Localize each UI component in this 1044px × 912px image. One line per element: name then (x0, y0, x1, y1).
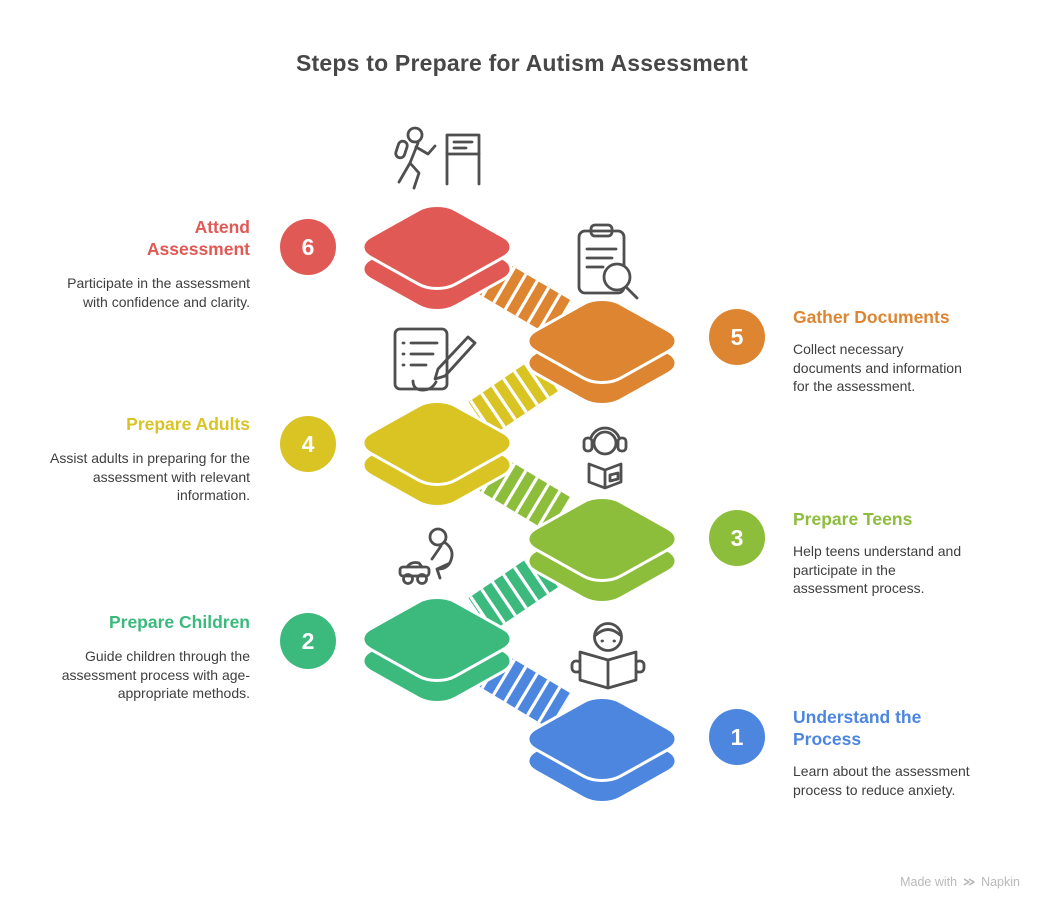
crawling-child-icon (398, 527, 454, 585)
platform-top-face (517, 491, 687, 586)
platform-top-face (352, 395, 522, 490)
staircase-graphic (330, 115, 710, 815)
platform-step-4 (352, 395, 522, 512)
step-3-number-badge: 3 (709, 510, 765, 566)
step-2-label: Prepare Children Guide children through … (45, 611, 250, 703)
step-3-title: Prepare Teens (793, 509, 913, 529)
step-6-number-badge: 6 (280, 219, 336, 275)
step-3-description: Help teens understand and participate in… (793, 543, 962, 597)
walking-to-door-icon (394, 126, 481, 190)
step-1-label: Understand the Process Learn about the a… (793, 706, 983, 799)
step-5-description: Collect necessary documents and informat… (793, 341, 962, 395)
step-6-title: Attend Assessment (146, 217, 250, 260)
watermark-brand: Napkin (981, 875, 1020, 889)
napkin-logo-icon (963, 878, 975, 886)
watermark-text: Made with (900, 875, 958, 889)
platform-step-3 (517, 491, 687, 608)
clipboard-search-icon (577, 223, 639, 300)
platform-top-face (517, 293, 687, 388)
headphones-reader-icon (582, 426, 628, 490)
book-reader-icon (570, 622, 646, 690)
document-pen-icon (393, 327, 477, 392)
platform-step-5 (517, 293, 687, 410)
platform-top-face (517, 691, 687, 786)
step-2-description: Guide children through the assessment pr… (61, 648, 250, 702)
watermark: Made with Napkin (900, 875, 1020, 889)
platform-step-6 (352, 199, 522, 316)
page-title: Steps to Prepare for Autism Assessment (296, 50, 748, 76)
platform-top-face (352, 591, 522, 686)
step-6-label: Attend Assessment Participate in the ass… (45, 216, 250, 311)
toy-car (398, 561, 431, 585)
step-4-title: Prepare Adults (126, 414, 250, 434)
step-2-number-badge: 2 (280, 613, 336, 669)
step-2-title: Prepare Children (108, 612, 250, 632)
step-1-title: Understand the Process (793, 707, 922, 750)
step-4-number-badge: 4 (280, 416, 336, 472)
step-4-label: Prepare Adults Assist adults in preparin… (45, 413, 250, 505)
platform-step-2 (352, 591, 522, 708)
step-5-title: Gather Documents (793, 307, 950, 327)
platform-top-face (352, 199, 522, 294)
step-4-description: Assist adults in preparing for the asses… (50, 450, 250, 504)
door-sign (445, 133, 481, 186)
step-6-description: Participate in the assessment with confi… (67, 275, 250, 310)
step-5-number-badge: 5 (709, 309, 765, 365)
step-3-label: Prepare Teens Help teens understand and … (793, 508, 983, 598)
platform-step-1 (517, 691, 687, 808)
walking-person (394, 126, 437, 190)
step-5-label: Gather Documents Collect necessary docum… (793, 306, 983, 396)
step-1-description: Learn about the assessment process to re… (793, 763, 970, 798)
step-1-number-badge: 1 (709, 709, 765, 765)
